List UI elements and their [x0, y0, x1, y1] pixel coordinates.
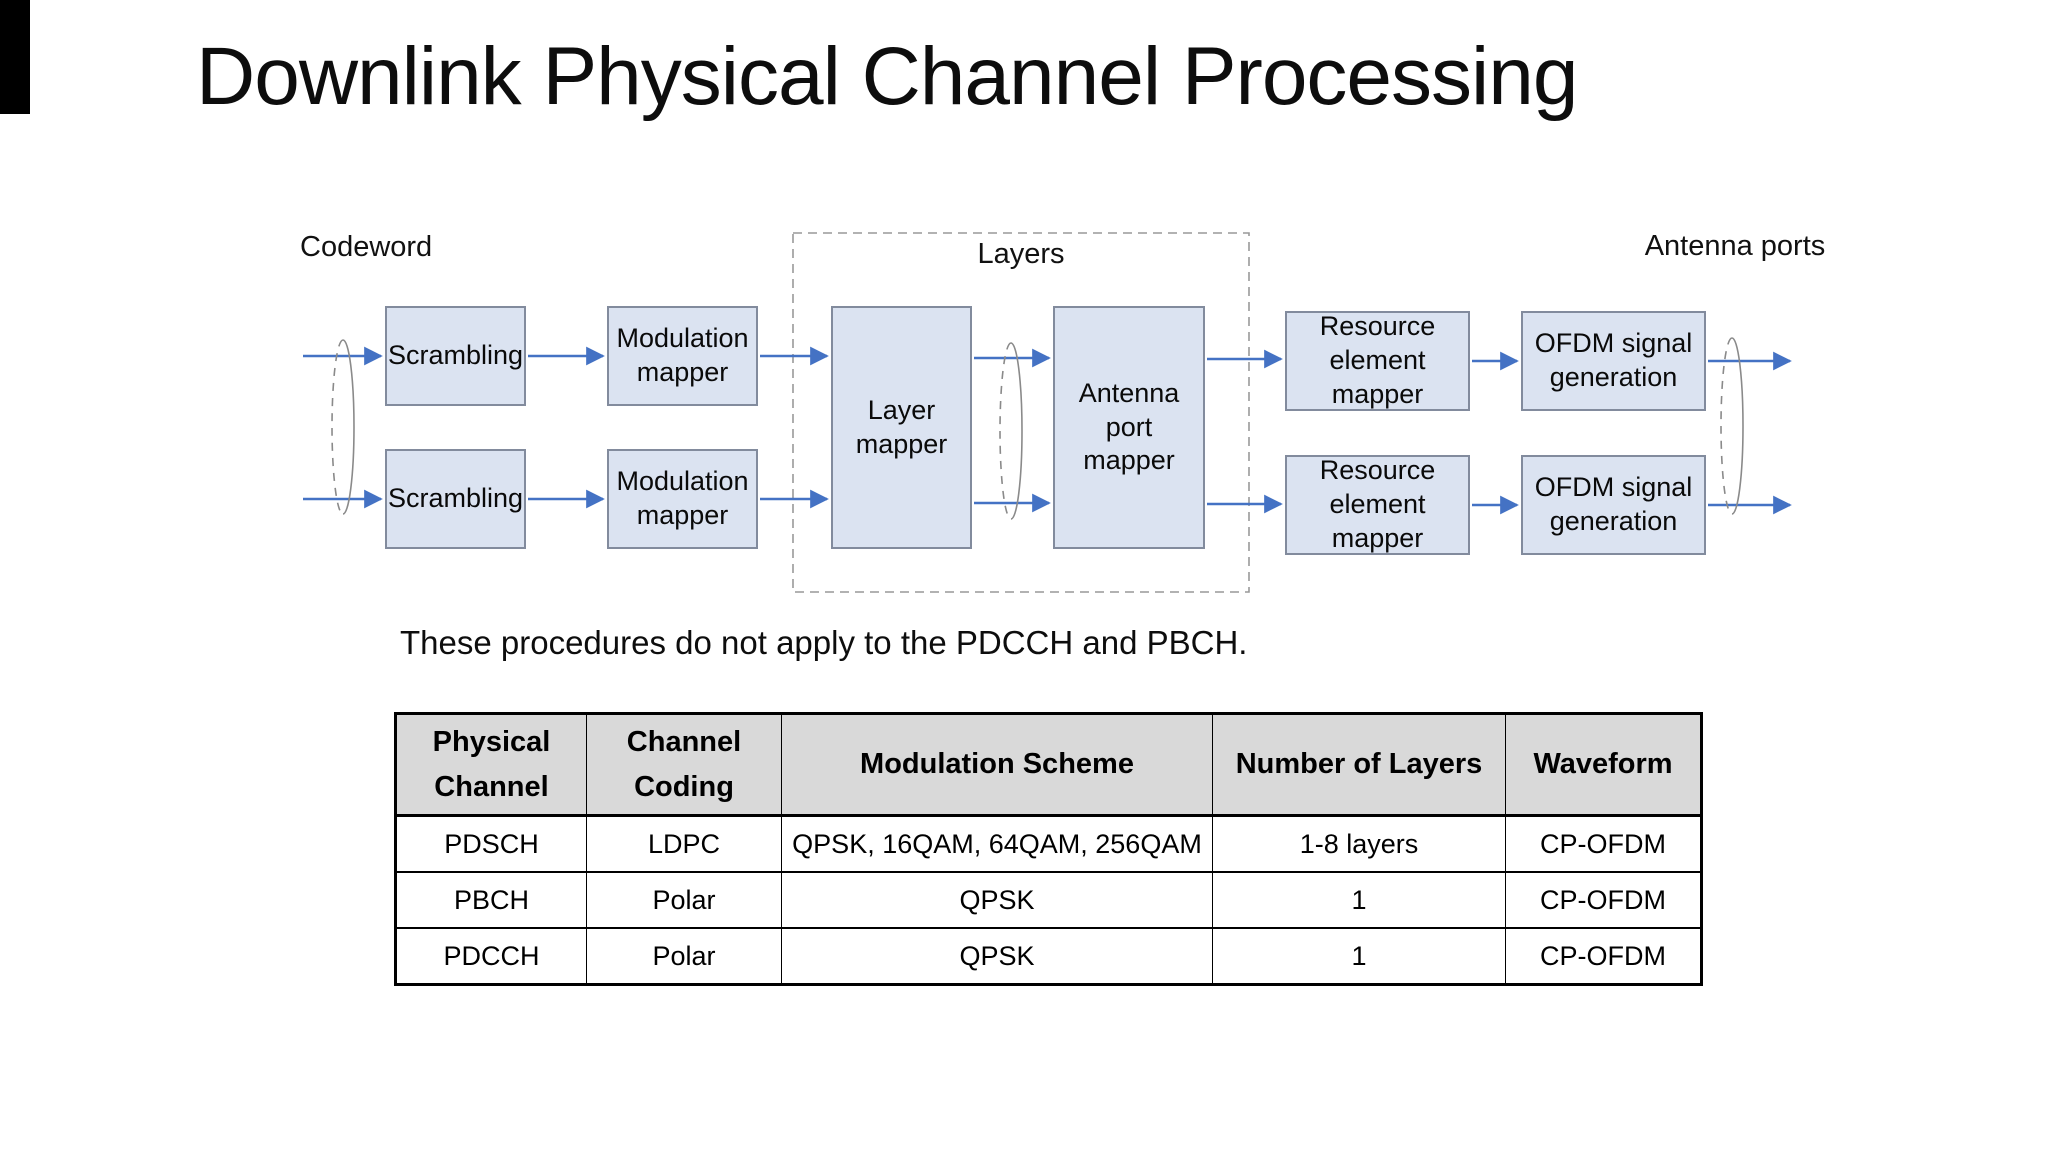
cell-coding: LDPC: [586, 814, 782, 873]
codeword-label: Codeword: [300, 231, 433, 263]
antenna-ports-label: Antenna ports: [1644, 230, 1826, 262]
ofdm-signal-generation-block-bottom: OFDM signal generation: [1521, 455, 1706, 555]
flow-arrows: [303, 346, 1792, 515]
cell-modulation: QPSK, 16QAM, 64QAM, 256QAM: [781, 814, 1213, 873]
cell-coding: Polar: [586, 927, 782, 986]
procedures-note: These procedures do not apply to the PDC…: [400, 624, 1248, 661]
header-modulation-scheme: Modulation Scheme: [781, 712, 1213, 817]
header-physical-channel: Physical Channel: [394, 712, 587, 817]
layer-mapper-block: Layer mapper: [831, 306, 972, 549]
screen-edge-artifact: [0, 0, 30, 114]
cell-layers: 1-8 layers: [1212, 814, 1506, 873]
bundle-ellipses: [331, 337, 1744, 520]
bundle-ellipse-layers-icon: [999, 342, 1023, 520]
cell-waveform: CP-OFDM: [1505, 871, 1703, 929]
scrambling-block-top: Scrambling: [385, 306, 526, 406]
cell-modulation: QPSK: [781, 927, 1213, 986]
modulation-mapper-block-bottom: Modulation mapper: [607, 449, 758, 549]
slide-title: Downlink Physical Channel Processing: [196, 31, 1578, 122]
table-row-pbch: PBCH Polar QPSK 1 CP-OFDM: [394, 871, 1703, 929]
bundle-ellipse-antenna-icon: [1720, 337, 1744, 515]
header-channel-coding: Channel Coding: [586, 712, 782, 817]
layers-label: Layers: [977, 238, 1065, 270]
table-row-pdsch: PDSCH LDPC QPSK, 16QAM, 64QAM, 256QAM 1-…: [394, 814, 1703, 873]
ofdm-signal-generation-block-top: OFDM signal generation: [1521, 311, 1706, 411]
table-row-pdcch: PDCCH Polar QPSK 1 CP-OFDM: [394, 927, 1703, 986]
cell-channel: PBCH: [394, 871, 587, 929]
cell-channel: PDCCH: [394, 927, 587, 986]
header-waveform: Waveform: [1505, 712, 1703, 817]
scrambling-block-bottom: Scrambling: [385, 449, 526, 549]
cell-layers: 1: [1212, 871, 1506, 929]
header-number-of-layers: Number of Layers: [1212, 712, 1506, 817]
cell-waveform: CP-OFDM: [1505, 814, 1703, 873]
channel-spec-table: Physical Channel Channel Coding Modulati…: [394, 712, 1703, 986]
antenna-port-mapper-block: Antenna port mapper: [1053, 306, 1205, 549]
resource-element-mapper-block-bottom: Resource element mapper: [1285, 455, 1470, 555]
cell-layers: 1: [1212, 927, 1506, 986]
layers-dashed-region: [792, 232, 1250, 593]
resource-element-mapper-block-top: Resource element mapper: [1285, 311, 1470, 411]
cell-coding: Polar: [586, 871, 782, 929]
cell-waveform: CP-OFDM: [1505, 927, 1703, 986]
table-header-row: Physical Channel Channel Coding Modulati…: [394, 712, 1703, 817]
bundle-ellipse-codeword-icon: [331, 339, 355, 515]
cell-channel: PDSCH: [394, 814, 587, 873]
cell-modulation: QPSK: [781, 871, 1213, 929]
modulation-mapper-block-top: Modulation mapper: [607, 306, 758, 406]
